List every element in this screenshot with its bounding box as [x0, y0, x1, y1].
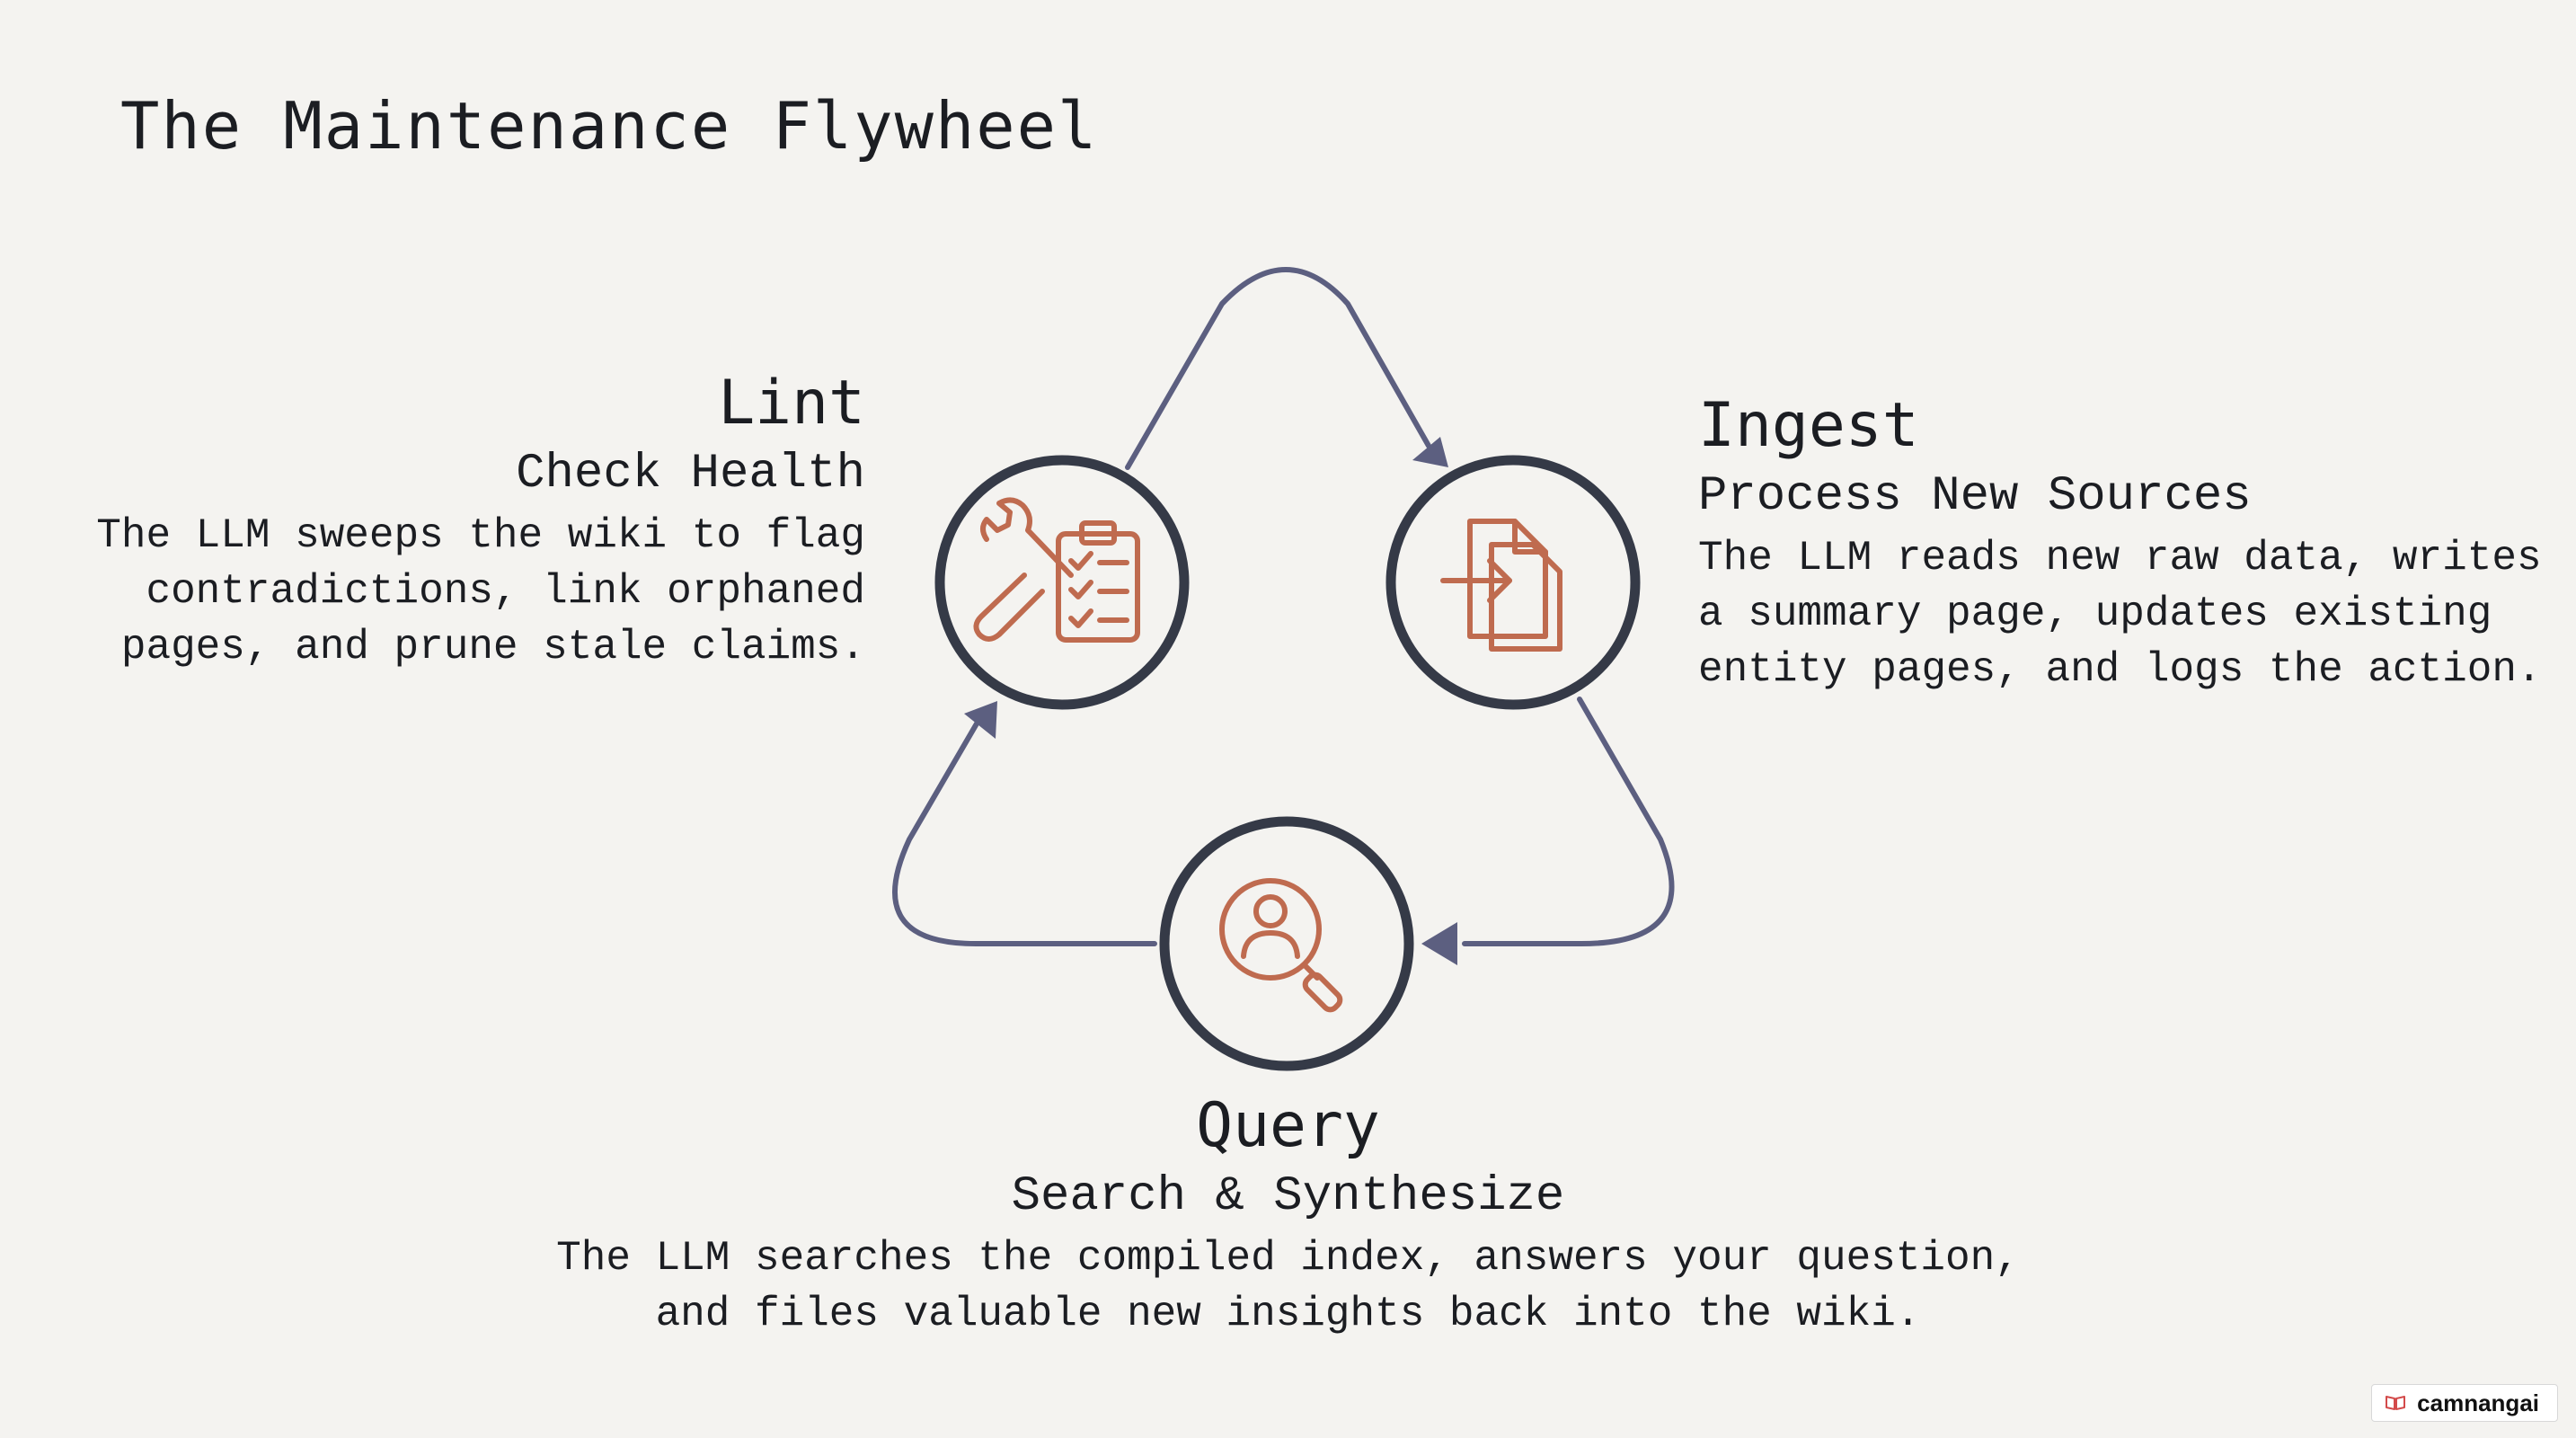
lint-description-line: contradictions, link orphaned: [146, 568, 865, 616]
arrowhead-lint: [964, 701, 997, 739]
query-text: Query Search & Synthesize The LLM search…: [0, 1089, 2576, 1342]
node-query: [1159, 816, 1414, 1071]
ingest-description-line: The LLM reads new raw data, writes: [1698, 535, 2542, 582]
query-description-line: and files valuable new insights back int…: [655, 1291, 1921, 1338]
book-icon: [2386, 1396, 2406, 1410]
ingest-description-line: entity pages, and logs the action.: [1698, 646, 2542, 694]
arrow-ingest-to-query: [1462, 697, 1675, 946]
lint-text: Lint Check Health The LLM sweeps the wik…: [96, 367, 865, 675]
query-title: Query: [1196, 1090, 1380, 1161]
document-import-icon: [1440, 519, 1562, 652]
node-lint: [934, 455, 1190, 710]
arrowhead-ingest: [1412, 437, 1448, 467]
ingest-subtitle: Process New Sources: [1698, 468, 2252, 524]
lint-description-line: The LLM sweeps the wiki to flag: [96, 512, 865, 560]
node-ingest: [1385, 455, 1641, 710]
arrow-lint-to-ingest: [1125, 267, 1431, 470]
user-search-icon: [1219, 878, 1343, 1013]
arrowhead-query: [1421, 922, 1457, 965]
query-description-line: The LLM searches the compiled index, ans…: [556, 1235, 2020, 1283]
badge-label: camnangai: [2417, 1389, 2539, 1416]
arrow-query-to-lint: [892, 716, 1157, 946]
arrow-heads: [964, 437, 1457, 965]
lint-subtitle: Check Health: [516, 446, 865, 502]
cycle-arrows: [892, 267, 1675, 946]
query-subtitle: Search & Synthesize: [1011, 1168, 1565, 1224]
ingest-description-line: a summary page, updates existing: [1698, 590, 2492, 638]
watermark-badge[interactable]: camnangai: [2371, 1384, 2558, 1422]
ingest-text: Ingest Process New Sources The LLM reads…: [1698, 389, 2542, 697]
page-title: The Maintenance Flywheel: [120, 88, 1099, 164]
wrench-and-clipboard-checklist-icon: [973, 497, 1140, 643]
ingest-title: Ingest: [1698, 390, 1919, 461]
lint-title: Lint: [718, 368, 865, 439]
lint-description-line: pages, and prune stale claims.: [120, 624, 865, 671]
